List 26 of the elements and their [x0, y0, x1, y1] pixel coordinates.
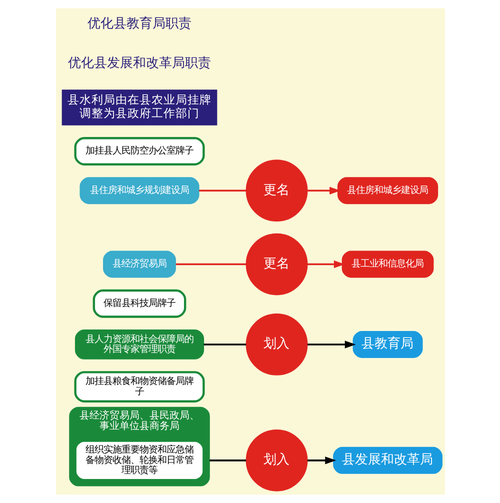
node-box: 保留县科技局牌子: [92, 289, 186, 318]
connector: [175, 263, 246, 266]
node-circle: 划入: [245, 314, 308, 376]
arrow: [306, 260, 344, 268]
node-circle: 更名: [245, 233, 308, 296]
node-circle: 更名: [245, 160, 308, 222]
node-box: 加挂县粮食和物资储备局牌子: [74, 371, 204, 402]
connector: [198, 190, 246, 192]
node-box: 县教育局: [352, 330, 422, 358]
connector: [209, 460, 246, 462]
node-box: 加挂县人民防空办公室牌子: [74, 137, 204, 166]
arrow: [306, 186, 340, 194]
node-box: 县经济贸易局: [102, 250, 176, 278]
arrow: [306, 456, 336, 464]
node-box: 县住房和城乡建设局: [336, 177, 438, 204]
label: 优化县教育局职责: [86, 16, 191, 32]
node-box: 县工业和信息化局: [341, 250, 434, 278]
node-box: 组织实施重要物资和应急储备物资收储、轮换和日常管理职责等: [74, 440, 204, 482]
arrow: [306, 340, 356, 348]
connector: [203, 344, 246, 346]
label: 优化县发展和改革局职责: [67, 56, 210, 71]
node-box: 县人力资源和社会保障局的外国专家管理职责: [74, 330, 204, 360]
node-box: 县发展和改革局: [332, 446, 442, 474]
node-box: 县住房和城乡规划建设局: [79, 177, 199, 204]
node-box: 县水利局由在县农业局挂牌调整为县政府工作部门: [61, 90, 217, 126]
node-circle: 划入: [245, 429, 308, 492]
